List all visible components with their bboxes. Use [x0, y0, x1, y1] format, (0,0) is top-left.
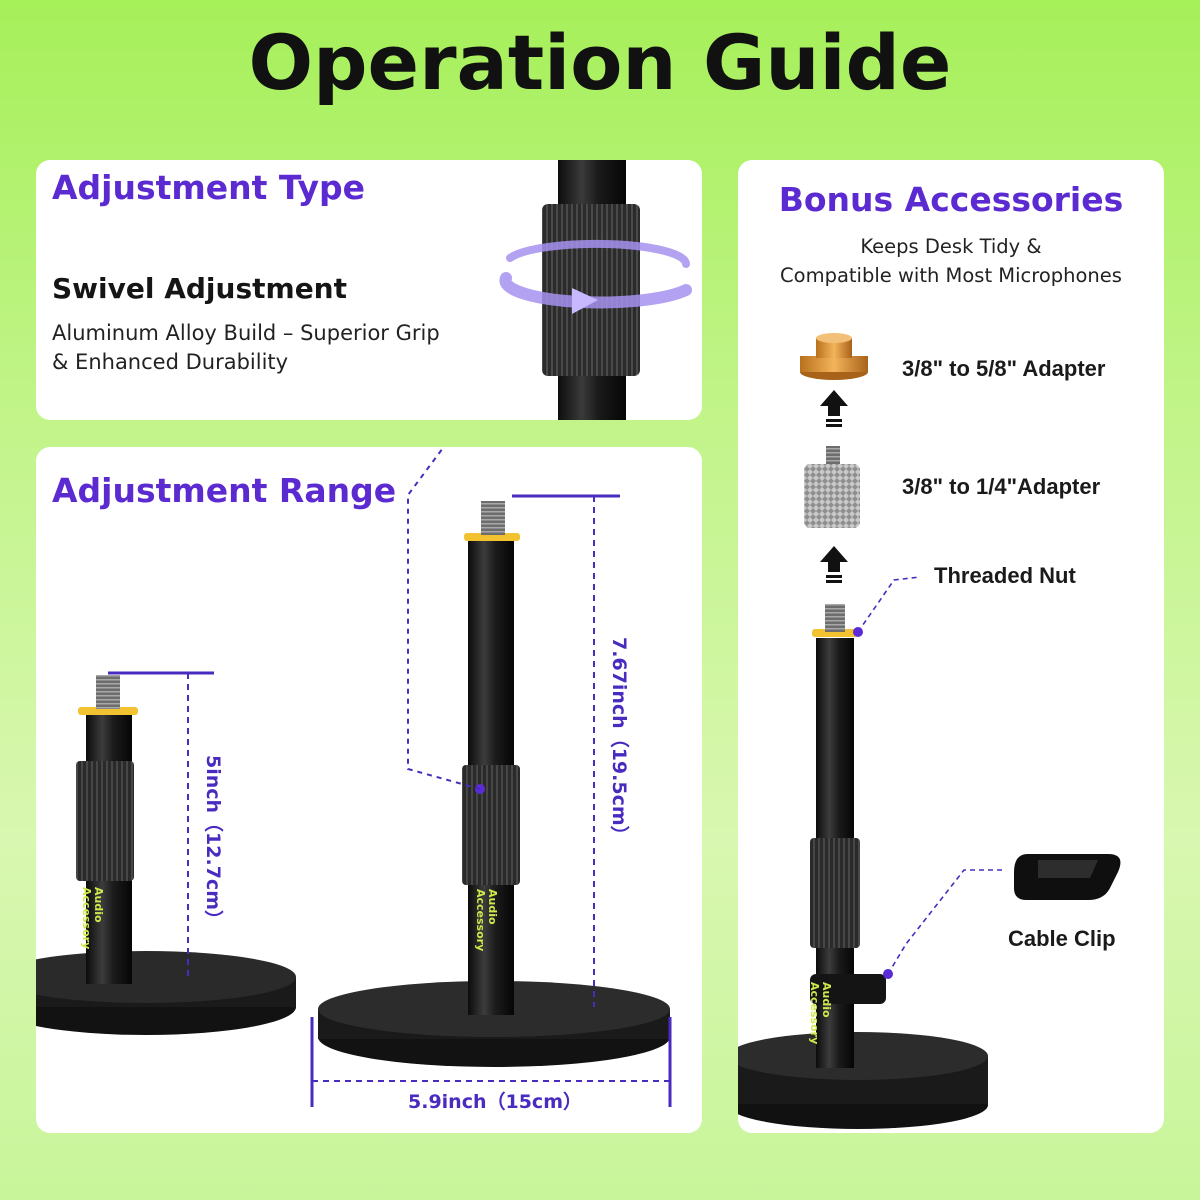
cable-clip-icon: [1014, 854, 1121, 900]
adjustment-type-panel: Adjustment Type Swivel Adjustment Alumin…: [36, 160, 702, 420]
tall-height-label: 7.67inch（19.5cm）: [608, 637, 630, 845]
short-height-label: 5inch（12.7cm）: [202, 755, 224, 929]
adapter-14-label: 3/8" to 1/4"Adapter: [902, 474, 1101, 499]
brand-logo-bonus: Audio Accessory: [808, 982, 833, 1045]
description-line-1: Aluminum Alloy Build – Superior Grip: [52, 321, 440, 345]
up-arrow-icon: [820, 546, 848, 583]
brand-logo-short: Audio Accessory: [80, 887, 105, 950]
page-title: Operation Guide: [248, 18, 952, 107]
brand-logo-tall: Audio Accessory: [474, 889, 499, 952]
brand-line-1: Audio: [92, 887, 105, 923]
silver-adapter-icon: [804, 446, 860, 528]
cable-clip-label: Cable Clip: [1008, 926, 1116, 951]
brand-line-1: Audio: [820, 982, 833, 1018]
threaded-nut-label: Threaded Nut: [934, 563, 1076, 588]
up-arrow-icon: [820, 390, 848, 427]
brand-line-2: Accessory: [474, 889, 487, 952]
brand-line-1: Audio: [486, 889, 499, 925]
brand-line-2: Accessory: [808, 982, 821, 1045]
bonus-subtitle-2: Compatible with Most Microphones: [780, 264, 1122, 287]
brass-adapter-icon: [800, 333, 868, 380]
bonus-heading: Bonus Accessories: [778, 180, 1124, 219]
bonus-subtitle-1: Keeps Desk Tidy &: [860, 235, 1042, 258]
bonus-accessories-panel: Bonus Accessories Keeps Desk Tidy & Comp…: [738, 160, 1164, 1133]
brand-line-2: Accessory: [80, 887, 93, 950]
adapter-58-label: 3/8" to 5/8" Adapter: [902, 356, 1106, 381]
adjustment-range-heading: Adjustment Range: [52, 471, 397, 510]
base-width-label: 5.9inch（15cm）: [408, 1091, 582, 1113]
description-line-2: & Enhanced Durability: [52, 350, 289, 374]
accessories-illustration: [738, 333, 1121, 1129]
stands-illustration: [36, 447, 672, 1107]
swivel-closeup-illustration: [499, 160, 692, 420]
adjustment-range-panel: Adjustment Range: [36, 447, 702, 1133]
swivel-adjustment-heading: Swivel Adjustment: [52, 272, 347, 305]
adjustment-type-heading: Adjustment Type: [52, 168, 366, 207]
